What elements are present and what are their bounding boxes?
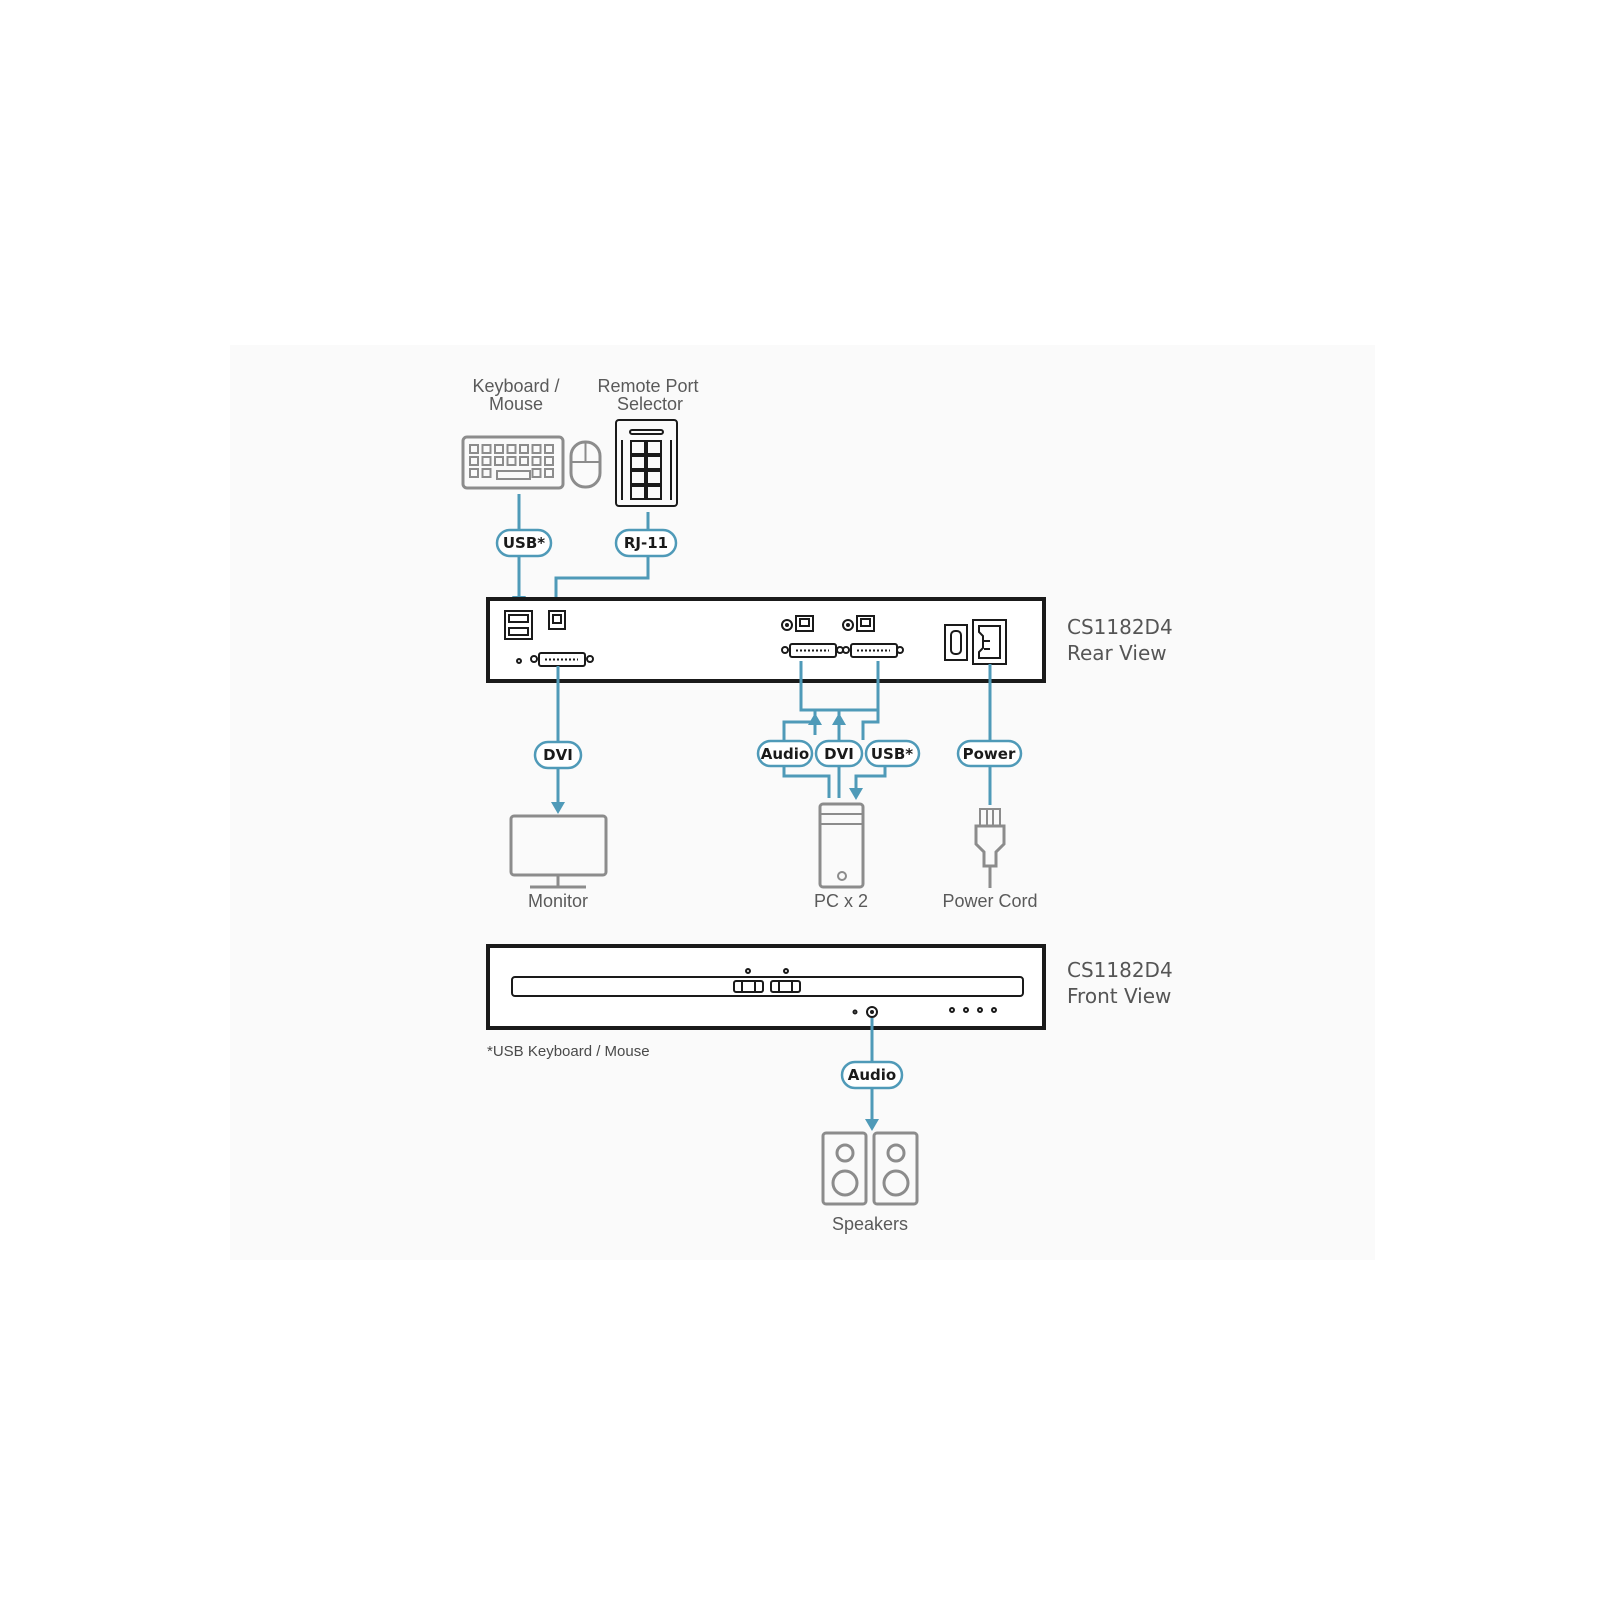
diagram-background <box>230 345 1375 1260</box>
selector-key <box>630 455 646 470</box>
keyboard-key <box>506 456 517 466</box>
pc-cable-bundle <box>782 661 887 800</box>
usb-cable-label-top: USB* <box>495 528 553 558</box>
dvi-cable-monitor <box>551 666 565 814</box>
power-cable-label: Power <box>956 739 1023 768</box>
rj11-cable-label: RJ-11 <box>614 528 678 558</box>
front-view-title: Front View <box>1067 984 1171 1008</box>
keyboard-key <box>519 444 529 454</box>
monitor-label: Monitor <box>528 891 588 911</box>
speakers-label: Speakers <box>832 1214 908 1234</box>
keyboard-key <box>544 468 554 478</box>
power-plug-icon <box>974 808 1006 888</box>
svg-text:Audio: Audio <box>848 1066 896 1084</box>
port-select-button-1 <box>733 980 764 993</box>
dvi-cable-label-monitor: DVI <box>533 740 583 770</box>
mouse-icon <box>569 440 602 489</box>
svg-text:USB*: USB* <box>871 745 913 763</box>
keyboard-key <box>506 444 517 454</box>
keyboard-key <box>544 456 554 466</box>
power-cord-label: Power Cord <box>942 891 1037 911</box>
monitor-icon <box>509 814 608 889</box>
pc1-audio-jack-icon <box>781 619 793 631</box>
rj11-port-icon <box>548 610 566 630</box>
keyboard-key <box>494 456 504 466</box>
svg-text:Power: Power <box>963 745 1016 763</box>
pc2-dvi-port-icon <box>842 643 904 658</box>
selector-key <box>630 470 646 485</box>
port-select-button-2 <box>770 980 801 993</box>
selector-key <box>646 440 662 455</box>
audio-out-jack-icon <box>866 1006 878 1018</box>
selector-key <box>646 455 662 470</box>
svg-text:DVI: DVI <box>824 745 854 763</box>
usb-cable-label-pc: USB* <box>864 739 921 768</box>
audio-cable-label-speakers: Audio <box>840 1060 904 1090</box>
keyboard-key <box>481 456 492 466</box>
pc1-usb-b-port-icon <box>795 615 814 632</box>
keyboard-key <box>481 444 492 454</box>
front-view-model: CS1182D4 <box>1067 958 1173 982</box>
keyboard-key <box>519 456 529 466</box>
keyboard-icon <box>461 435 565 490</box>
keyboard-key <box>469 456 479 466</box>
rear-view-title: Rear View <box>1067 641 1167 665</box>
power-switch-icon <box>944 624 968 661</box>
audio-cable-label-pc: Audio <box>756 739 814 768</box>
pc2-usb-b-port-icon <box>856 615 875 632</box>
remote-port-selector-icon <box>615 419 678 507</box>
keyboard-key <box>544 444 554 454</box>
switch-front-panel <box>486 944 1046 1030</box>
svg-text:RJ-11: RJ-11 <box>624 534 668 552</box>
svg-text:Audio: Audio <box>761 745 809 763</box>
svg-text:DVI: DVI <box>543 746 573 764</box>
dvi-cable-label-pc: DVI <box>814 739 864 768</box>
pc-label: PC x 2 <box>814 891 868 911</box>
console-dvi-port-icon <box>530 652 594 667</box>
selector-key <box>630 485 646 500</box>
console-led <box>516 658 522 664</box>
pc-tower-icon <box>818 802 865 889</box>
remote-port-selector-label-line2: Selector <box>617 394 683 414</box>
keyboard-mouse-label-line1: Keyboard / <box>472 376 559 396</box>
pc1-dvi-port-icon <box>781 643 844 658</box>
selector-key <box>646 485 662 500</box>
keyboard-key <box>469 468 479 478</box>
switch-rear-panel <box>486 597 1046 683</box>
selector-key <box>630 440 646 455</box>
svg-text:USB*: USB* <box>503 534 545 552</box>
selector-key <box>646 470 662 485</box>
pc2-audio-jack-icon <box>842 619 854 631</box>
remote-port-selector-label-line1: Remote Port <box>597 376 698 396</box>
usb-port-icon <box>504 610 533 640</box>
keyboard-key <box>531 468 542 478</box>
keyboard-key <box>494 444 504 454</box>
keyboard-mouse-label-line2: Mouse <box>489 394 543 414</box>
keyboard-key <box>531 456 542 466</box>
rear-view-model: CS1182D4 <box>1067 615 1173 639</box>
keyboard-key <box>481 468 492 478</box>
speakers-icon <box>821 1131 919 1206</box>
keyboard-key <box>469 444 479 454</box>
usb-footnote: *USB Keyboard / Mouse <box>487 1043 650 1060</box>
keyboard-key <box>531 444 542 454</box>
